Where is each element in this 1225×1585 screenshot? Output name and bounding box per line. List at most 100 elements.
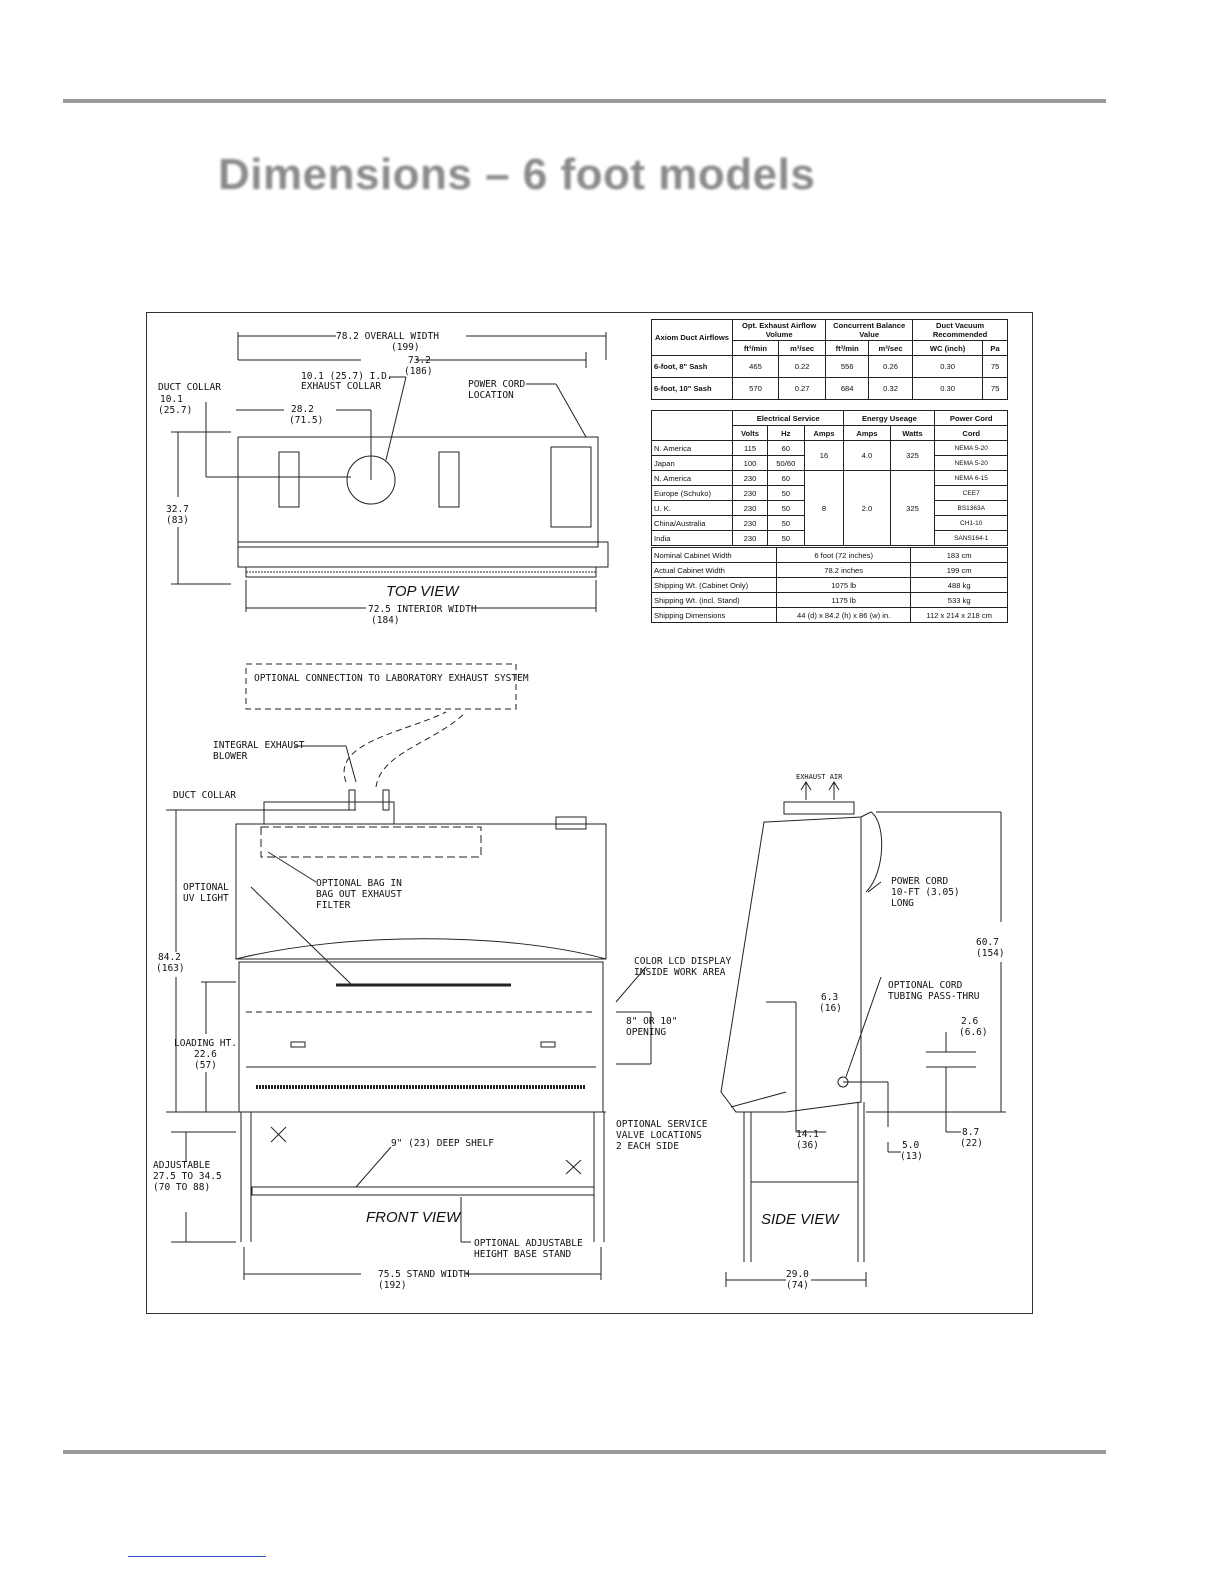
table-row: 6-foot, 8" Sash 465 0.22 556 0.26 0.30 7… [651, 355, 1008, 378]
airflow-unit-cell: ft³/min [825, 340, 870, 356]
airflow-header-cell: Duct Vacuum Recommended [912, 319, 1008, 341]
adjustable-label: ADJUSTABLE [153, 1160, 210, 1171]
table-cell: 570 [732, 377, 779, 400]
table-cell: 1175 lb [775, 592, 912, 608]
electrical-header-cell: Power Cord [934, 410, 1008, 426]
opening-label-2: OPENING [626, 1027, 666, 1038]
exhaust-air-label: EXHAUST AIR [796, 773, 843, 781]
footer-link-underline[interactable] [128, 1556, 266, 1557]
offset-mm: (71.5) [289, 415, 323, 426]
table-row: Shipping Dimensions 44 (d) x 84.2 (h) x … [651, 607, 1008, 623]
table-row: Nominal Cabinet Width 6 foot (72 inches)… [651, 547, 1008, 563]
lcd-label-2: INSIDE WORK AREA [634, 967, 726, 978]
adjustable-label-2: 27.5 TO 34.5 [153, 1171, 222, 1182]
exhaust-collar-label: 10.1 (25.7) I.D. [301, 371, 393, 382]
lcd-label: COLOR LCD DISPLAY [634, 956, 732, 967]
table-cell: BS1363A [934, 500, 1008, 516]
table-cell: 112 x 214 x 218 cm [910, 607, 1008, 623]
tubing-label: OPTIONAL CORD [888, 980, 963, 991]
table-cell: 75 [982, 377, 1008, 400]
bottom-rule [63, 1450, 1106, 1454]
electrical-unit-cell: Volts [731, 425, 769, 441]
table-cell: 465 [732, 355, 779, 378]
electrical-header-cell: Electrical Service [731, 410, 845, 426]
table-cell: U. K. [651, 500, 733, 516]
table-cell: 556 [825, 355, 870, 378]
page-title: Dimensions – 6 foot models [218, 150, 816, 199]
dim-26-label: 2.6 [961, 1016, 978, 1027]
valve-label-2: VALVE LOCATIONS [616, 1130, 702, 1141]
table-cell: 230 [731, 500, 769, 516]
uv-light-label: OPTIONAL [183, 882, 229, 893]
height-label: 84.2 [158, 952, 181, 963]
tubing-label-2: TUBING PASS-THRU [888, 991, 980, 1002]
table-cell: 44 (d) x 84.2 (h) x 86 (w) in. [775, 607, 912, 623]
depth-label: 32.7 [166, 504, 189, 515]
table-cell: 78.2 inches [775, 562, 912, 578]
table-row: India 230 50 SANS164-1 [651, 530, 1008, 546]
table-cell: 50 [767, 530, 805, 546]
stand-width-mm: (192) [378, 1280, 407, 1291]
electrical-unit-cell: Cord [934, 425, 1008, 441]
table-cell: 0.30 [912, 355, 984, 378]
base-stand-label-2: HEIGHT BASE STAND [474, 1249, 572, 1260]
table-cell: N. America [651, 470, 733, 486]
table-cell: 0.22 [777, 355, 827, 378]
table-cell: 488 kg [910, 577, 1008, 593]
table-cell: 2.0 [843, 470, 891, 546]
table-cell: Shipping Wt. (incl. Stand) [651, 592, 777, 608]
airflow-header-cell: Axiom Duct Airflows [651, 319, 733, 356]
table-cell: China/Australia [651, 515, 733, 531]
loading-mm: (57) [194, 1060, 217, 1071]
side-height-mm: (154) [976, 948, 1005, 959]
table-cell: 16 [803, 440, 845, 471]
table-cell: 50/60 [767, 455, 805, 471]
overall-width-mm: (199) [391, 342, 420, 353]
airflow-unit-cell: m³/sec [868, 340, 914, 356]
table-cell: CH1-10 [934, 515, 1008, 531]
table-cell: Shipping Wt. (Cabinet Only) [651, 577, 777, 593]
optional-connection-label: OPTIONAL CONNECTION TO LABORATORY EXHAUS… [254, 673, 529, 684]
height-mm: (163) [156, 963, 185, 974]
interior-width-mm: (184) [371, 615, 400, 626]
power-cord-location-label-2: LOCATION [468, 390, 514, 401]
table-cell: 6-foot, 8" Sash [651, 355, 733, 378]
table-cell: Shipping Dimensions [651, 607, 777, 623]
table-cell: 325 [889, 440, 936, 471]
airflow-unit-cell: WC (inch) [912, 340, 984, 356]
offset-label: 28.2 [291, 404, 314, 415]
airflow-unit-cell: Pa [982, 340, 1008, 356]
airflow-header-cell: Concurrent Balance Value [825, 319, 914, 341]
table-row: Actual Cabinet Width 78.2 inches 199 cm [651, 562, 1008, 578]
duct-collar-mm: (25.7) [158, 405, 192, 416]
side-view-label: SIDE VIEW [761, 1211, 840, 1228]
table-cell: 0.32 [868, 377, 914, 400]
table-row: Japan 100 50/60 NEMA 5-20 [651, 455, 1008, 471]
table-cell: 50 [767, 500, 805, 516]
table-cell: 0.30 [912, 377, 984, 400]
table-row: Europe (Schuko) 230 50 CEE7 [651, 485, 1008, 501]
side-depth-mm: (74) [786, 1280, 809, 1291]
table-cell: 0.26 [868, 355, 914, 378]
power-cord-length-label-3: LONG [891, 898, 914, 909]
bag-filter-label-2: BAG OUT EXHAUST [316, 889, 402, 900]
table-cell: 533 kg [910, 592, 1008, 608]
table-cell: 684 [825, 377, 870, 400]
uv-light-label-2: UV LIGHT [183, 893, 229, 904]
width-732-label: 73.2 [408, 355, 431, 366]
duct-collar-dim: 10.1 [160, 394, 183, 405]
table-cell: 1075 lb [775, 577, 912, 593]
airflow-unit-cell: m³/sec [777, 340, 827, 356]
bag-filter-label-3: FILTER [316, 900, 351, 911]
table-cell: 0.27 [777, 377, 827, 400]
table-cell: 50 [767, 515, 805, 531]
stand-width-label: 75.5 STAND WIDTH [378, 1269, 470, 1280]
table-cell: 8 [803, 470, 845, 546]
table-row: China/Australia 230 50 CH1-10 [651, 515, 1008, 531]
table-cell: SANS164-1 [934, 530, 1008, 546]
table-row: N. America 115 60 16 4.0 325 NEMA 5-20 [651, 440, 1008, 471]
dim-50-label: 5.0 [902, 1140, 919, 1151]
table-cell: Japan [651, 455, 733, 471]
dim-63-label: 6.3 [821, 992, 838, 1003]
cabinet-table: Nominal Cabinet Width 6 foot (72 inches)… [651, 547, 1008, 623]
